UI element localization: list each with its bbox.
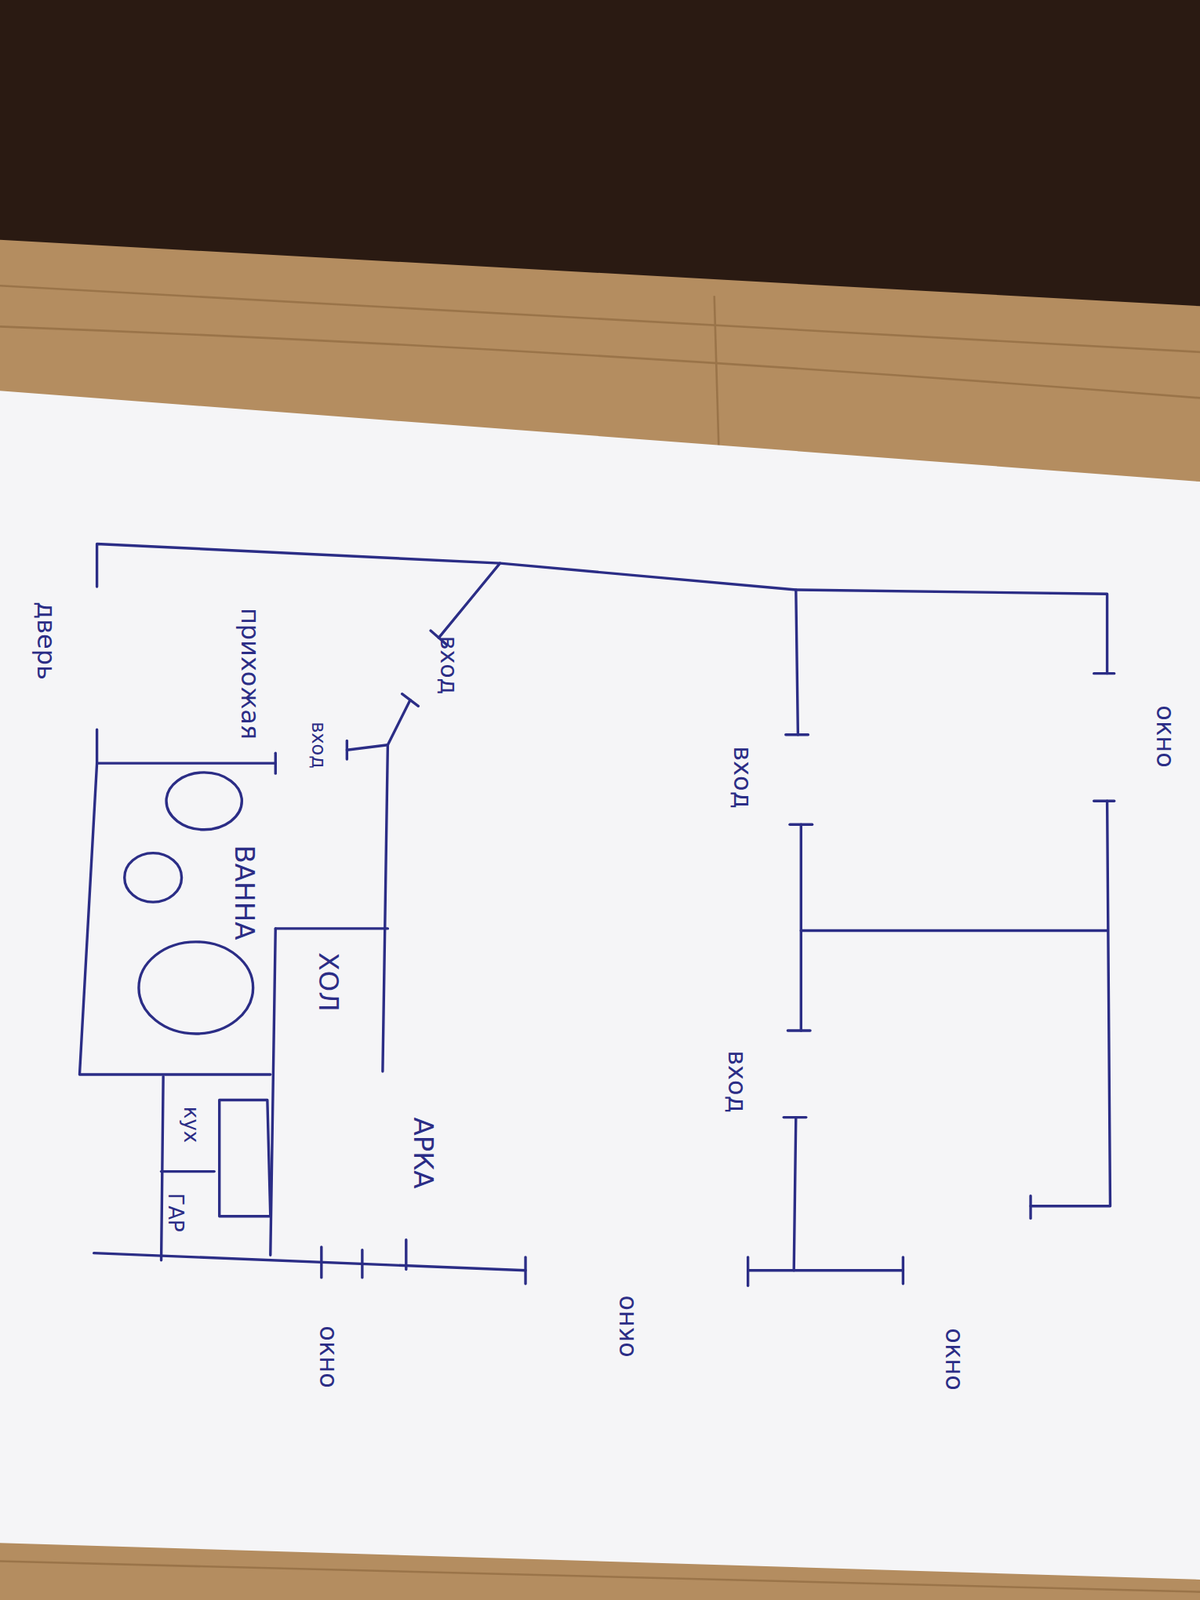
plan-label: вход (436, 636, 461, 695)
wood-table (0, 240, 1200, 1600)
room: ВАННА (83, 763, 273, 1075)
room-name: ВАННА (231, 845, 259, 941)
wood-grain (0, 285, 1200, 1592)
plan-label: АРКА (410, 1117, 437, 1190)
room: кухГАР (161, 1076, 270, 1261)
plan-label: вход (723, 1050, 750, 1113)
plan-walls (79, 543, 1114, 1286)
room-name: ХОЛ (315, 952, 342, 1012)
plan-label: вход (309, 721, 328, 769)
plan-label: окно (611, 1295, 637, 1358)
plan-label: окно (1152, 705, 1179, 768)
room: ХОЛ (275, 928, 386, 1072)
room-name: кух (181, 1105, 203, 1142)
plan-label: окно (941, 1327, 967, 1390)
plan-label: вход (730, 746, 756, 810)
plan-label: дверь (33, 601, 59, 680)
plan-label: окно (316, 1326, 342, 1389)
paper-sheet (0, 390, 1200, 1580)
room-name: ГАР (165, 1192, 186, 1232)
plan-label: прихожая (237, 607, 263, 740)
